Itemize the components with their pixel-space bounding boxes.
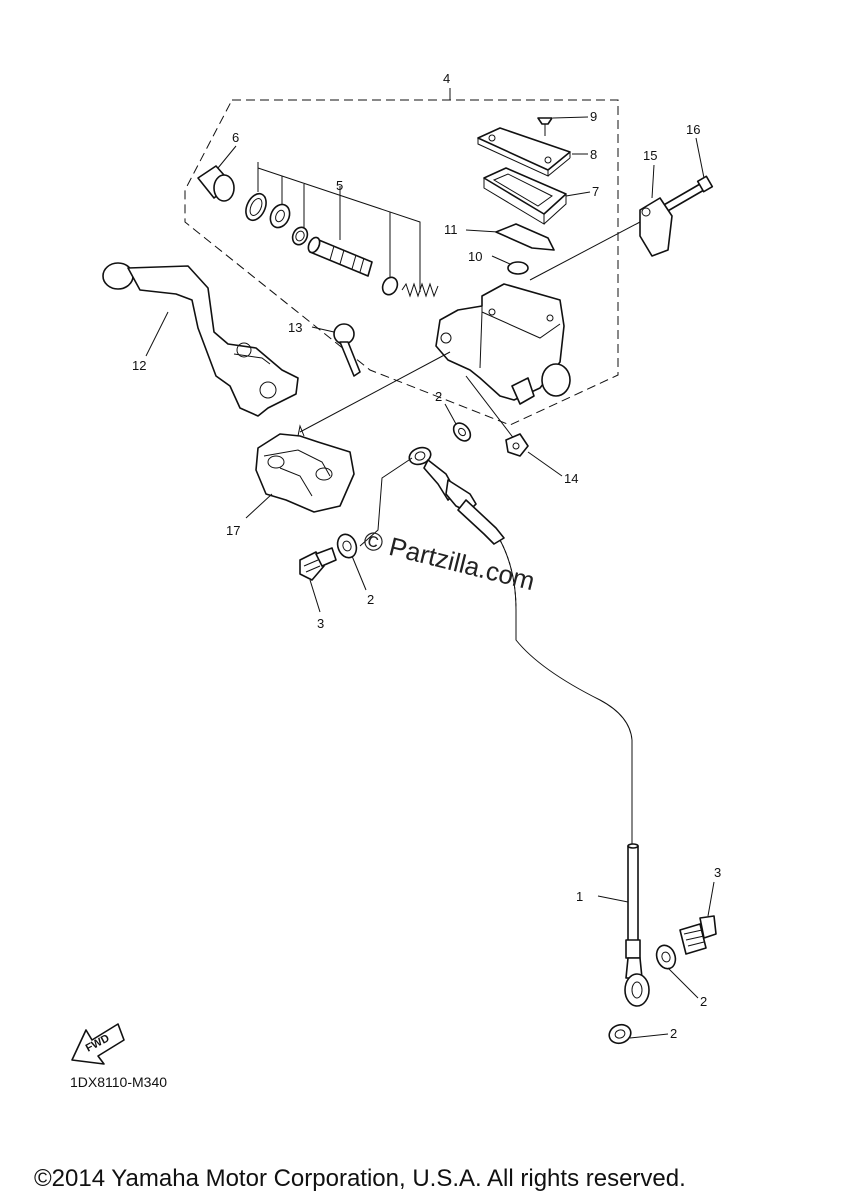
callout-7: 7 — [592, 184, 599, 199]
callout-3-lower: 3 — [714, 865, 721, 880]
callout-17: 17 — [226, 523, 240, 538]
diaphragm — [465, 223, 555, 251]
callout-1: 1 — [576, 889, 583, 904]
callout-9: 9 — [590, 109, 597, 124]
clamp-bolt — [661, 137, 714, 213]
copper-washer — [444, 403, 472, 442]
upper-union-bolt — [299, 547, 337, 613]
reservoir-cap — [477, 127, 588, 177]
copyright-notice: ©2014 Yamaha Motor Corporation, U.S.A. A… — [34, 1165, 686, 1192]
upper-washer — [336, 533, 367, 591]
callout-2-lower-left: 2 — [670, 1026, 677, 1041]
callout-6: 6 — [232, 130, 239, 145]
callout-2-upper: 2 — [367, 592, 374, 607]
callout-12: 12 — [132, 358, 146, 373]
spring — [401, 282, 439, 298]
callout-4: 4 — [443, 71, 450, 86]
piston-cup — [291, 226, 309, 246]
lower-washer-2 — [655, 944, 699, 999]
piston — [307, 236, 373, 277]
assembly-boundary — [184, 88, 619, 426]
hose-upper-banjo — [359, 446, 505, 547]
secondary-cup — [381, 276, 399, 296]
callout-3-upper: 3 — [317, 616, 324, 631]
watermark: © Partzilla.com — [361, 525, 538, 596]
lower-washer-1 — [608, 1023, 669, 1045]
diaphragm-plate — [483, 167, 591, 225]
cap-screw — [537, 116, 589, 136]
cap-bolt — [505, 433, 563, 477]
callout-8: 8 — [590, 147, 597, 162]
callout-2-lower-right: 2 — [700, 994, 707, 1009]
callout-10: 10 — [468, 249, 482, 264]
brake-lever — [102, 262, 299, 417]
lower-union-bolt — [679, 881, 717, 955]
circlip — [245, 192, 267, 222]
callout-2-body: 2 — [435, 389, 442, 404]
brake-hose — [499, 539, 633, 846]
diagram-code: 1DX8110-M340 — [70, 1074, 167, 1090]
hose-lower-fitting — [597, 843, 650, 1007]
watermark-text: © Partzilla.com — [361, 525, 538, 596]
float — [491, 255, 529, 275]
master-cylinder-body — [435, 283, 571, 405]
callout-labels: 4 6 5 9 8 7 16 15 11 10 12 13 2 14 17 2 … — [132, 71, 721, 1041]
fwd-arrow: FWD — [71, 1023, 125, 1065]
lever-holder — [245, 424, 355, 519]
dust-boot — [197, 145, 237, 202]
callout-14: 14 — [564, 471, 578, 486]
callout-11: 11 — [444, 222, 458, 237]
washer — [269, 203, 291, 229]
handlebar-holder — [529, 164, 673, 281]
callout-13: 13 — [288, 320, 302, 335]
pivot-bolt — [311, 323, 361, 377]
callout-16: 16 — [686, 122, 700, 137]
callout-5: 5 — [336, 178, 343, 193]
callout-15: 15 — [643, 148, 657, 163]
